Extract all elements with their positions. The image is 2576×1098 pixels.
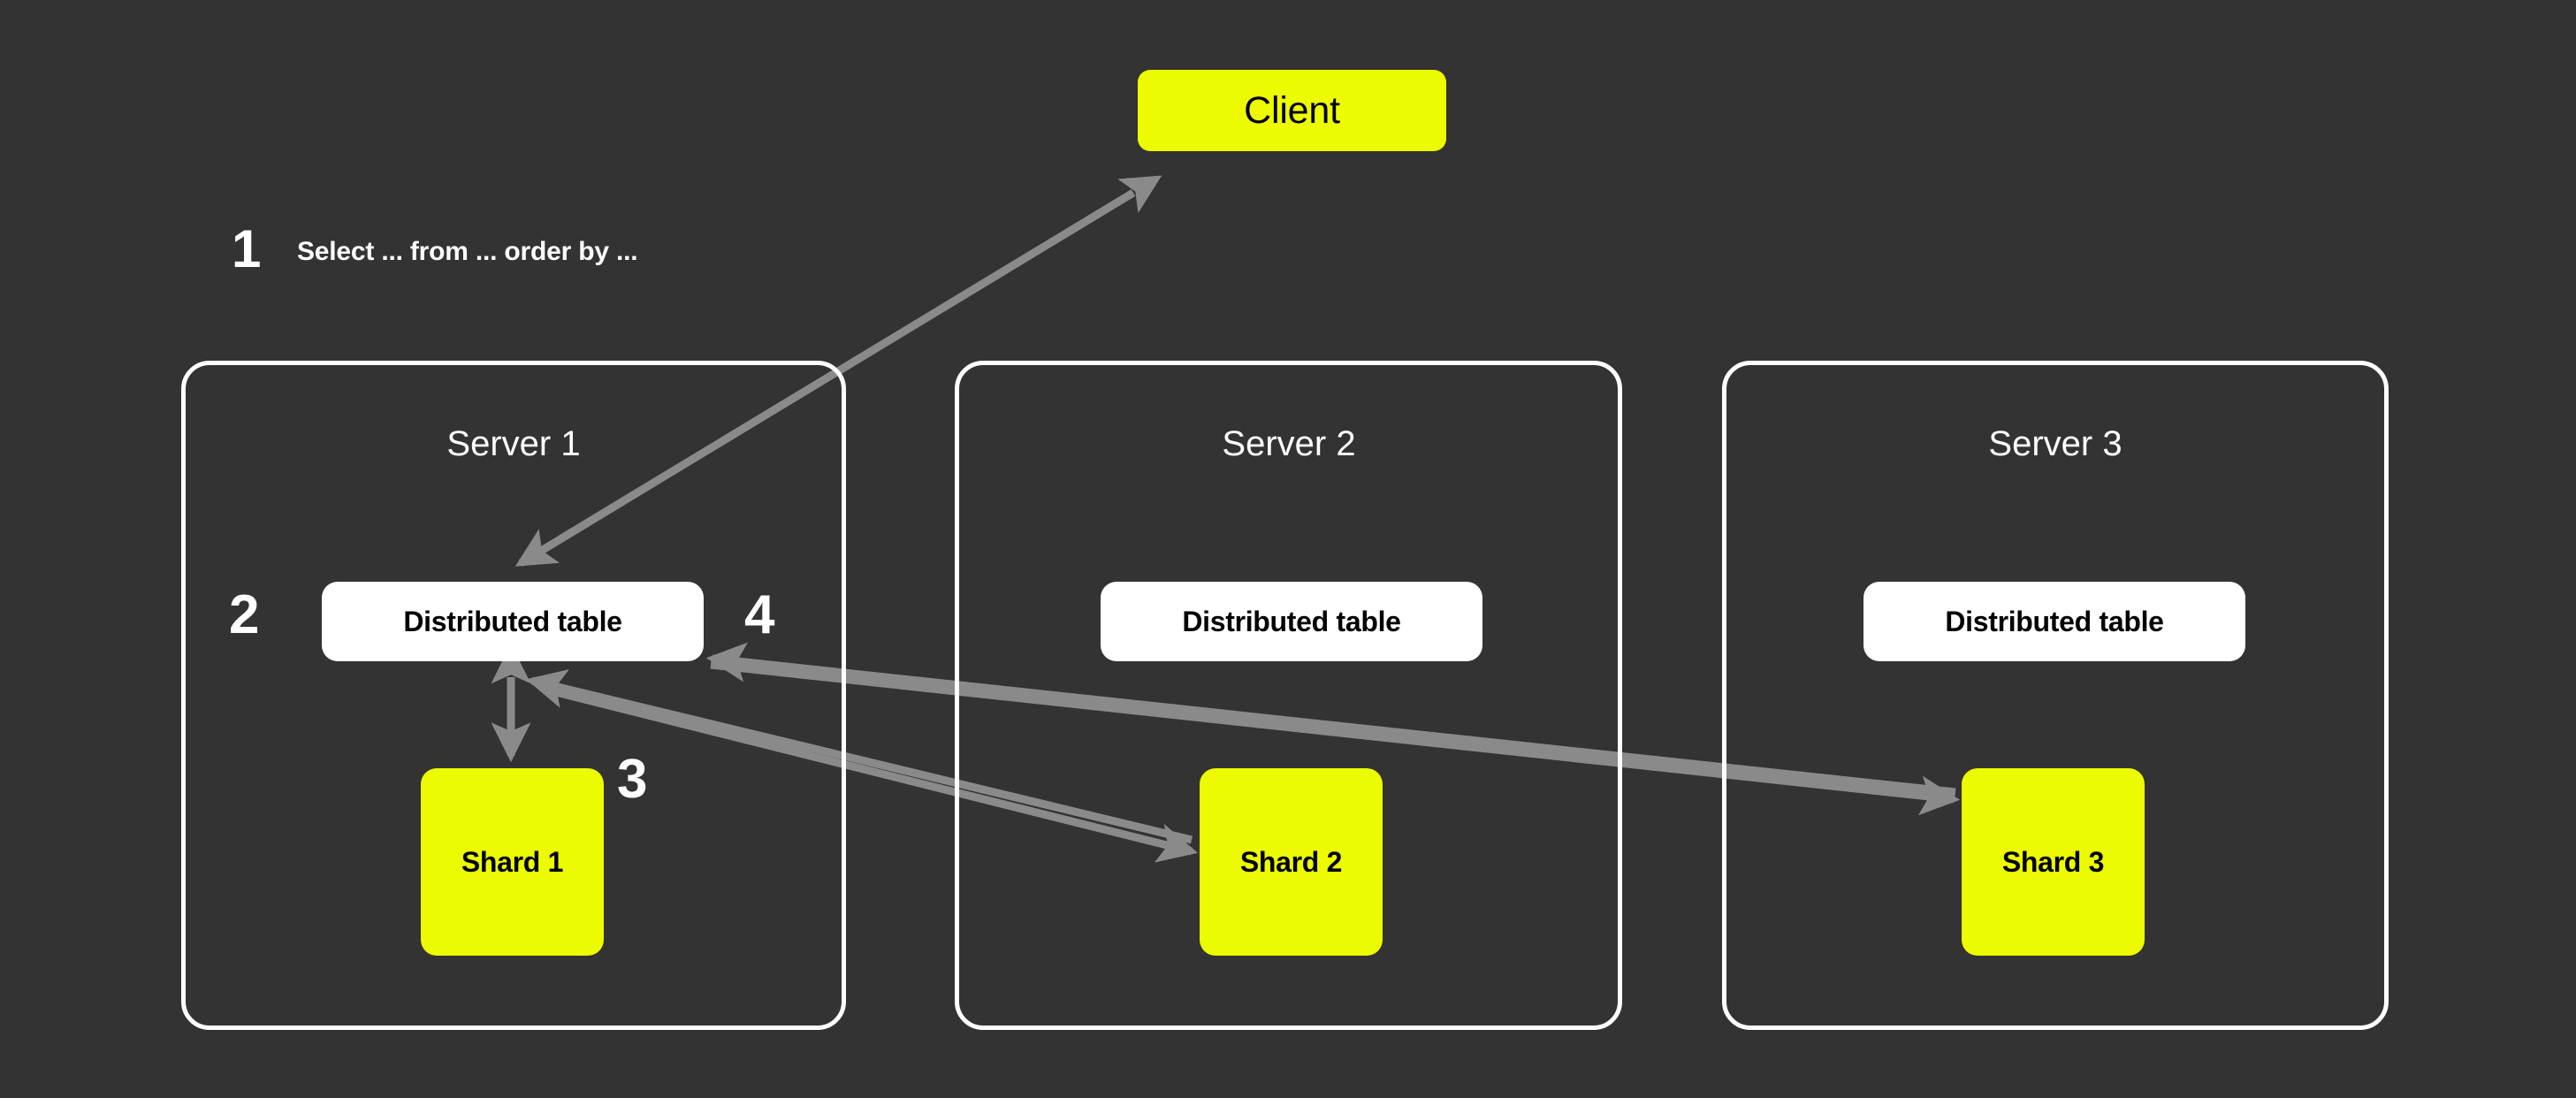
distributed-table-label-3: Distributed table xyxy=(1945,605,2164,637)
shard-node-2[interactable]: Shard 2 xyxy=(1200,768,1383,956)
server-title-1: Server 1 xyxy=(446,423,581,463)
distributed-table-2[interactable]: Distributed table xyxy=(1101,582,1482,661)
server-container-3 xyxy=(1722,361,2389,1030)
distributed-table-1[interactable]: Distributed table xyxy=(322,582,704,661)
query-caption: Select ... from ... order by ... xyxy=(297,237,638,266)
client-label: Client xyxy=(1244,88,1340,132)
client-node[interactable]: Client xyxy=(1138,70,1446,151)
server-title-2: Server 2 xyxy=(1222,423,1356,463)
distributed-table-3[interactable]: Distributed table xyxy=(1863,582,2245,661)
shard-node-3[interactable]: Shard 3 xyxy=(1962,768,2145,956)
step-number-1: 1 xyxy=(232,219,262,278)
server-container-1 xyxy=(181,361,846,1030)
distributed-table-label-1: Distributed table xyxy=(403,605,622,637)
distributed-table-label-2: Distributed table xyxy=(1182,605,1401,637)
server-container-2 xyxy=(955,361,1622,1030)
step-number-4: 4 xyxy=(744,584,775,645)
server-title-3: Server 3 xyxy=(1988,423,2123,463)
shard-label-3: Shard 3 xyxy=(2001,845,2105,878)
shard-label-1: Shard 1 xyxy=(461,845,564,878)
shard-label-2: Shard 2 xyxy=(1239,845,1343,878)
step-number-2: 2 xyxy=(229,584,260,645)
shard-node-1[interactable]: Shard 1 xyxy=(421,768,604,956)
step-number-3: 3 xyxy=(617,749,648,810)
